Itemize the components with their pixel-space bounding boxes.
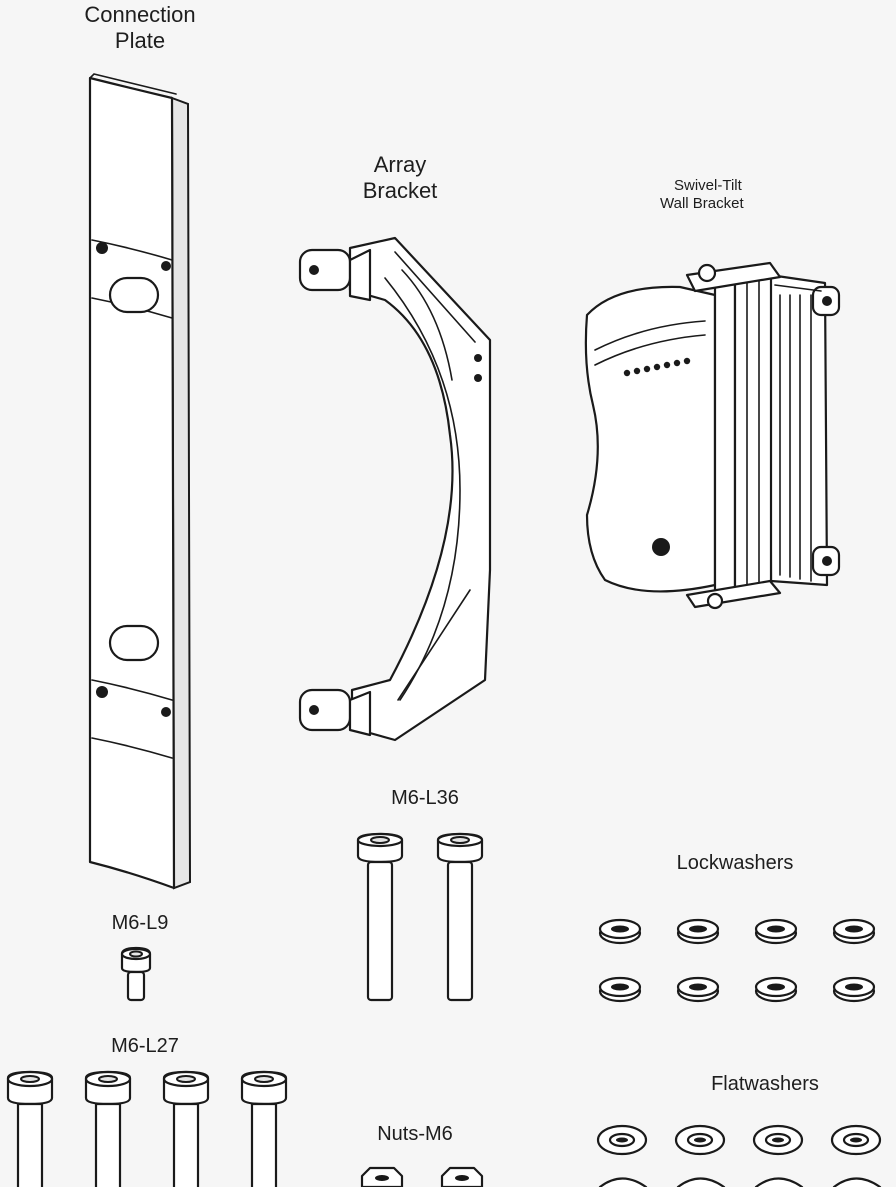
lockwasher [754, 918, 798, 945]
lockwasher [598, 976, 642, 1003]
flatwashers-label: Flatwashers [711, 1073, 819, 1095]
flatwasher [830, 1124, 882, 1156]
m6-l9-label: M6-L9 [111, 912, 169, 934]
swivel-tilt-bracket-label: Swivel-Tilt Wall Bracket [660, 177, 744, 212]
m6-l36-bolt [436, 832, 484, 1002]
array-bracket-label: Array Bracket [362, 152, 438, 204]
connection-plate-label: Connection Plate [84, 2, 196, 54]
lockwasher [754, 976, 798, 1003]
flatwasher [752, 1124, 804, 1156]
nuts-m6 [360, 1166, 484, 1187]
m6-l27-bolt [162, 1070, 210, 1187]
flatwasher [596, 1124, 648, 1156]
lockwasher [676, 976, 720, 1003]
m6-l27-bolt [6, 1070, 54, 1187]
lockwasher [832, 976, 876, 1003]
m6-l27-label: M6-L27 [111, 1035, 179, 1057]
flatwashers [596, 1124, 882, 1187]
hex-nut [440, 1166, 484, 1187]
swivel-tilt-wall-bracket [584, 261, 841, 610]
m6-l36-label: M6-L36 [391, 787, 459, 809]
lockwasher [676, 918, 720, 945]
m6-l9-bolt [120, 946, 152, 1002]
m6-l27-bolts [6, 1070, 288, 1187]
m6-l27-bolt [84, 1070, 132, 1187]
nuts-m6-label: Nuts-M6 [377, 1123, 453, 1145]
m6-l36-bolts [356, 832, 484, 1002]
lockwasher [832, 918, 876, 945]
m6-l27-bolt [240, 1070, 288, 1187]
m6-l36-bolt [356, 832, 404, 1002]
hex-nut [360, 1166, 404, 1187]
lockwashers [598, 918, 876, 1003]
lockwasher [598, 918, 642, 945]
flatwasher [674, 1124, 726, 1156]
connection-plate [88, 73, 192, 890]
lockwashers-label: Lockwashers [676, 852, 794, 874]
array-bracket [298, 236, 492, 742]
